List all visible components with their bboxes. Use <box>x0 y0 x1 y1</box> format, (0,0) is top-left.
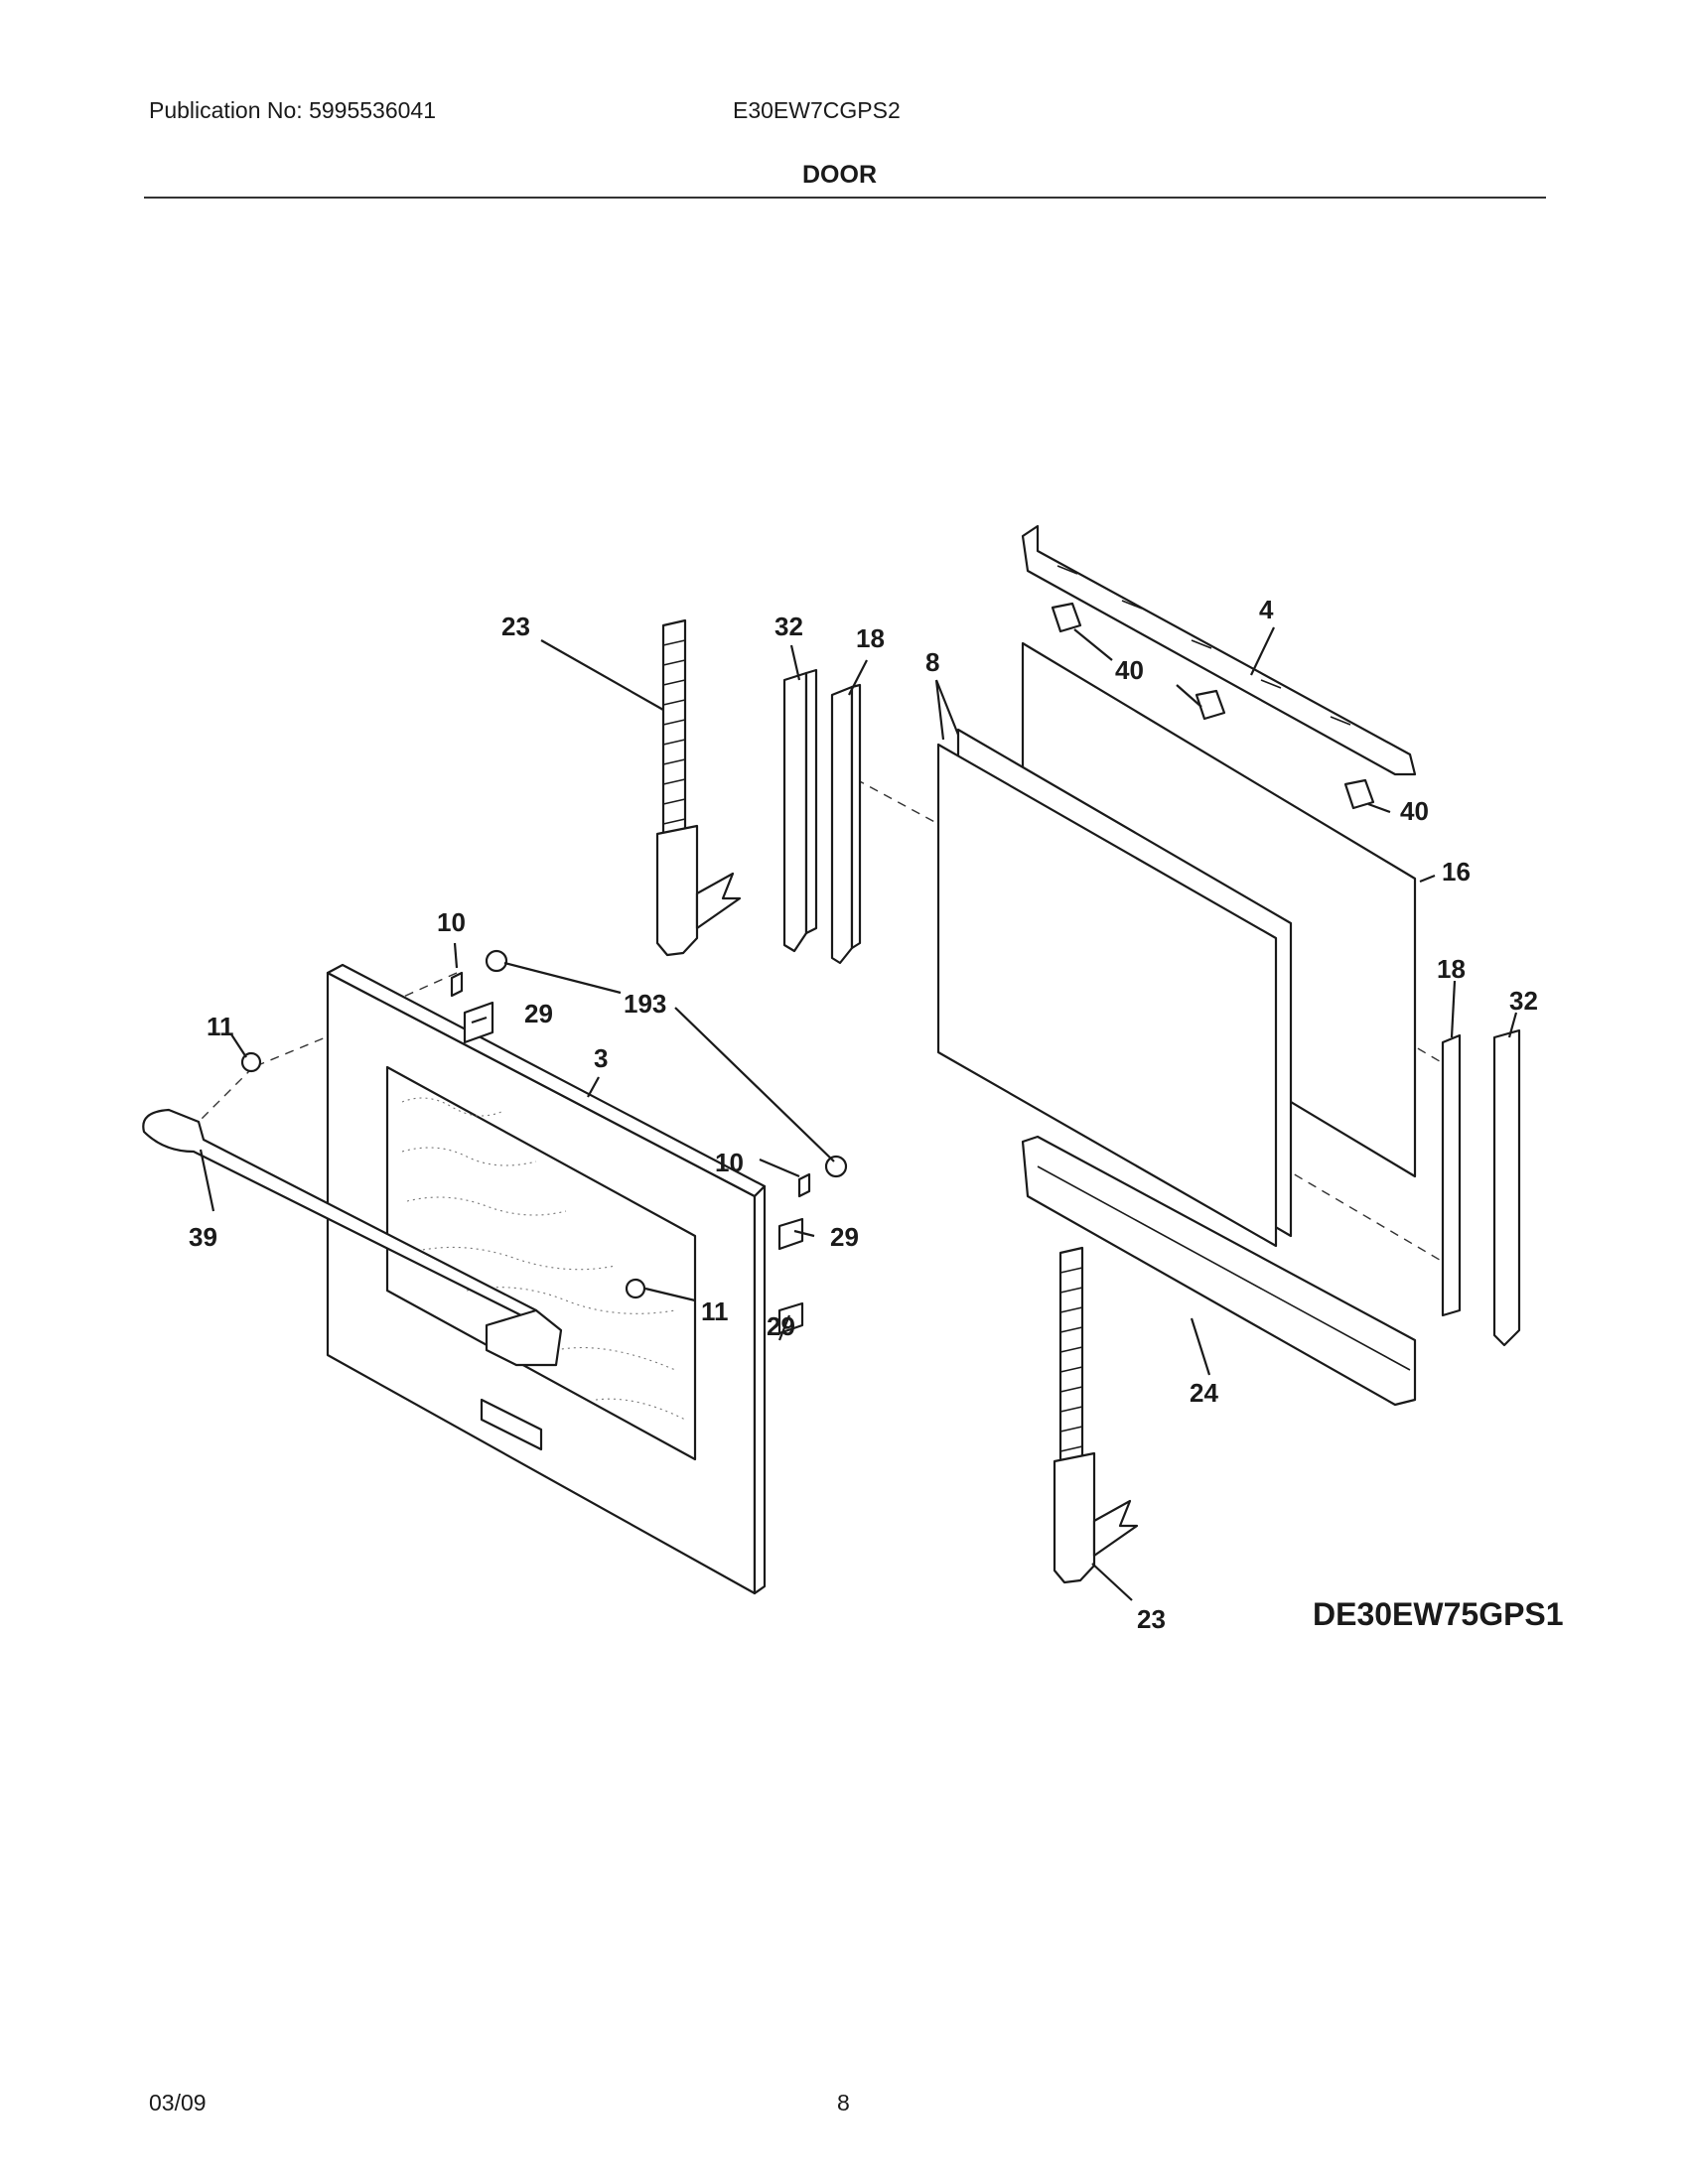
outer-door <box>326 963 767 1595</box>
callout-23-top: 23 <box>501 612 530 641</box>
bottom-trim <box>1021 1135 1417 1407</box>
seal-18-top <box>830 683 862 965</box>
callout-29-a: 29 <box>524 999 553 1028</box>
callout-24: 24 <box>1190 1378 1218 1408</box>
model-number: E30EW7CGPS2 <box>733 97 901 123</box>
callout-16: 16 <box>1442 857 1471 887</box>
footer-date: 03/09 <box>149 2090 207 2116</box>
page-number: 8 <box>837 2090 850 2116</box>
callout-39: 39 <box>189 1222 217 1252</box>
clips-40 <box>1051 602 1375 810</box>
callout-18-top: 18 <box>856 623 885 653</box>
door-handle <box>142 1108 563 1367</box>
header-rule <box>144 197 1546 199</box>
callout-29-c: 29 <box>767 1311 795 1341</box>
publication-number: Publication No: 5995536041 <box>149 97 437 123</box>
leader-lines <box>199 626 1518 1601</box>
callout-10-mid: 10 <box>715 1148 744 1177</box>
callout-29-b: 29 <box>830 1222 859 1252</box>
callout-18-right: 18 <box>1437 954 1466 984</box>
hardware <box>240 949 848 1335</box>
top-bracket <box>1021 524 1417 776</box>
callout-32-top: 32 <box>774 612 803 641</box>
callout-23-bottom: 23 <box>1137 1604 1166 1634</box>
glass-panels <box>936 728 1293 1248</box>
section-title: DOOR <box>802 161 877 189</box>
drawing-code: DE30EW75GPS1 <box>1313 1596 1564 1632</box>
callout-10-top: 10 <box>437 907 466 937</box>
hinge-bottom <box>1053 1246 1139 1584</box>
callout-40-a: 40 <box>1115 655 1144 685</box>
callout-40-b: 40 <box>1400 796 1429 826</box>
callout-11-mid: 11 <box>701 1297 729 1326</box>
callout-4: 4 <box>1259 595 1274 624</box>
channel-32-right <box>1492 1028 1521 1347</box>
hinge-top <box>655 618 742 957</box>
callout-11-left: 11 <box>207 1012 234 1041</box>
callout-8: 8 <box>925 647 939 677</box>
seal-18-right <box>1441 1033 1462 1317</box>
callout-32-right: 32 <box>1509 986 1538 1016</box>
callout-labels: 23 32 18 8 4 40 40 16 10 193 29 11 3 18 … <box>189 595 1564 1634</box>
channel-32-top <box>782 668 818 953</box>
callout-3: 3 <box>594 1043 608 1073</box>
callout-193: 193 <box>624 989 666 1019</box>
